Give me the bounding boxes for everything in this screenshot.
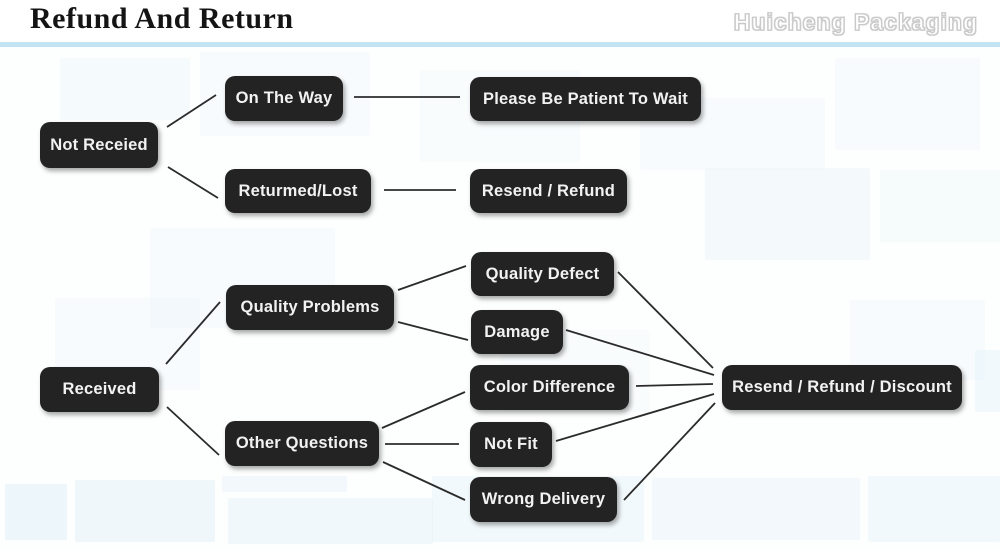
bg-tile — [5, 484, 67, 540]
bg-tile — [228, 498, 433, 544]
edge-not-received-to-on-the-way — [166, 94, 217, 128]
header-underline — [0, 42, 1000, 47]
edge-color-difference-to-resend-refund-discount — [635, 383, 714, 387]
edge-quality-problems-to-damage — [397, 321, 469, 341]
page-title: Refund And Return — [30, 2, 294, 35]
edge-damage-to-resend-refund-discount — [565, 329, 715, 376]
edge-other-questions-to-wrong-delivery — [382, 461, 466, 501]
edge-quality-defect-to-resend-refund-discount — [617, 271, 714, 369]
bg-tile — [705, 168, 870, 260]
edge-wrong-delivery-to-resend-refund-discount — [623, 402, 716, 501]
bg-tile — [975, 350, 1000, 412]
edge-other-questions-to-color-difference — [381, 391, 466, 429]
edge-not-fit-to-resend-refund-discount — [555, 393, 715, 442]
header: Refund And Return Huicheng Packaging — [0, 0, 1000, 42]
edge-not-received-to-returned-lost — [167, 166, 219, 199]
bg-tile — [222, 476, 347, 492]
bg-tile — [880, 170, 1000, 242]
bg-tile — [60, 58, 190, 120]
edge-received-to-other-questions — [166, 406, 220, 456]
edge-received-to-quality-problems — [165, 301, 221, 365]
bg-tile — [868, 476, 1000, 542]
edge-quality-problems-to-quality-defect — [397, 265, 467, 291]
brand-logo-text: Huicheng Packaging — [733, 8, 978, 35]
bg-tile — [75, 480, 215, 542]
bg-tile — [835, 58, 980, 150]
bg-tile — [652, 478, 860, 540]
